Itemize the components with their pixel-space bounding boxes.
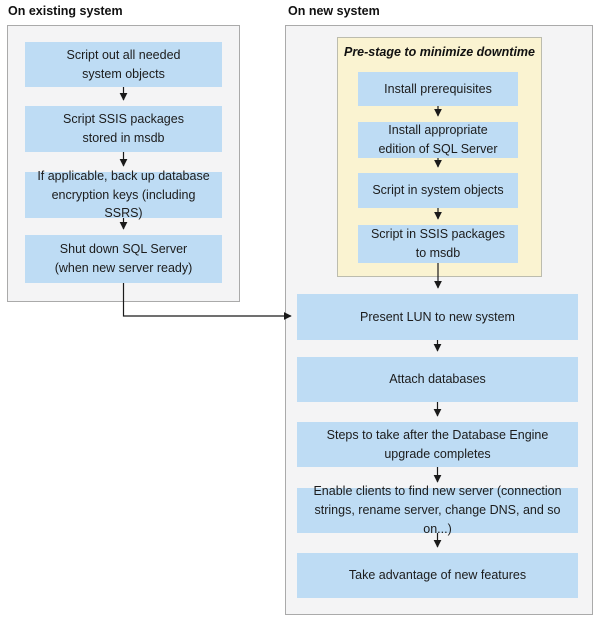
flow-box-script-ssis-packages: Script SSIS packages stored in msdb: [25, 106, 222, 152]
flow-box-install-prerequisites: Install prerequisites: [358, 72, 518, 106]
flow-box-post-upgrade-steps: Steps to take after the Database Engine …: [297, 422, 578, 467]
prestage-title: Pre-stage to minimize downtime: [343, 45, 535, 59]
flow-box-attach-databases: Attach databases: [297, 357, 578, 402]
right-column-title: On new system: [288, 4, 380, 18]
flow-box-enable-clients: Enable clients to find new server (conne…: [297, 484, 578, 536]
flow-box-install-sql-server-edition: Install appropriate edition of SQL Serve…: [358, 122, 518, 158]
flow-box-take-advantage-new-features: Take advantage of new features: [297, 553, 578, 598]
flow-box-script-in-ssis-packages: Script in SSIS packages to msdb: [358, 225, 518, 263]
flow-box-script-in-system-objects: Script in system objects: [358, 173, 518, 208]
flow-box-script-out-system-objects: Script out all needed system objects: [25, 42, 222, 87]
left-column-title: On existing system: [8, 4, 123, 18]
flow-box-shut-down-sql-server: Shut down SQL Server (when new server re…: [25, 235, 222, 283]
flow-box-present-lun: Present LUN to new system: [297, 294, 578, 340]
flow-box-backup-encryption-keys: If applicable, back up database encrypti…: [25, 169, 222, 220]
